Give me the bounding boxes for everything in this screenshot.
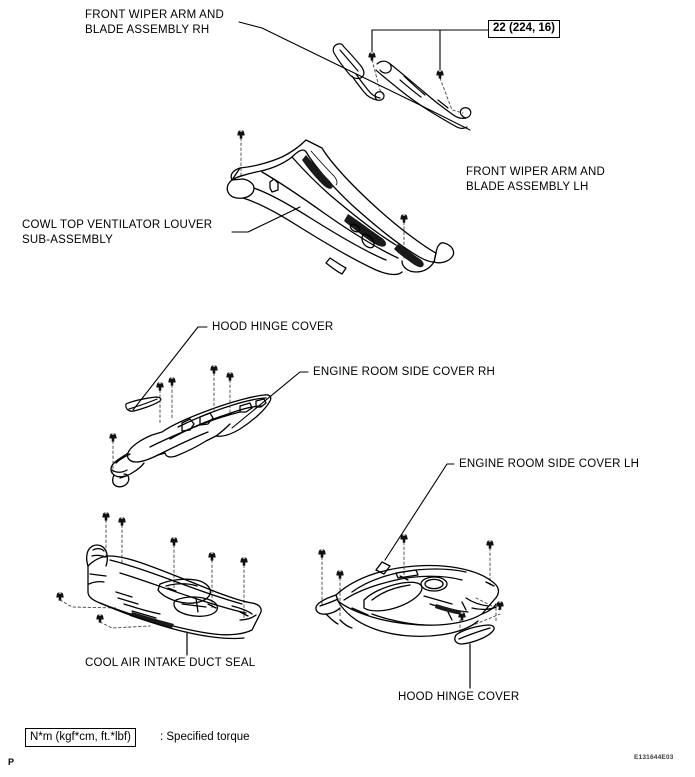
figure-id: E131644E03 bbox=[634, 754, 674, 761]
bolt-icon bbox=[368, 51, 376, 61]
torque-unit-legend-box: N*m (kgf*cm, ft.*lbf) bbox=[25, 728, 136, 747]
leader-engine-cover-rh bbox=[231, 371, 309, 429]
bolt-icon bbox=[318, 548, 326, 558]
bolt-icon bbox=[109, 432, 117, 442]
cool-air-intake-duct-seal bbox=[86, 544, 262, 640]
bolt-icon bbox=[168, 376, 176, 386]
hood-hinge-cover-part-bottom bbox=[454, 624, 495, 645]
wiper-blade-rh bbox=[332, 43, 385, 101]
label-cowl-top-ventilator-louver: COWL TOP VENTILATOR LOUVER SUB-ASSEMBLY bbox=[22, 219, 213, 246]
wiper-arm-rh bbox=[375, 60, 429, 111]
leader-engine-cover-lh bbox=[384, 463, 455, 561]
torque-spec-badge: 22 (224, 16) bbox=[488, 20, 561, 38]
bolt-icon bbox=[240, 556, 248, 566]
label-front-wiper-arm-lh: FRONT WIPER ARM AND BLADE ASSEMBLY LH bbox=[466, 166, 606, 193]
leader-hood-hinge-top bbox=[132, 326, 208, 411]
bolt-icon bbox=[496, 600, 504, 610]
bolt-icon bbox=[400, 213, 408, 223]
bolt-icon bbox=[96, 613, 104, 623]
bolt-group bbox=[56, 51, 504, 623]
torque-legend-description: : Specified torque bbox=[160, 731, 250, 743]
bolt-icon bbox=[208, 551, 216, 561]
leader-cowl bbox=[231, 206, 301, 233]
label-hood-hinge-cover-bottom: HOOD HINGE COVER bbox=[398, 691, 520, 703]
page-marker: P bbox=[8, 757, 15, 767]
label-engine-room-side-cover-rh: ENGINE ROOM SIDE COVER RH bbox=[313, 366, 495, 378]
torque-leader bbox=[371, 29, 490, 71]
label-cool-air-intake-duct-seal: COOL AIR INTAKE DUCT SEAL bbox=[85, 657, 256, 669]
bolt-icon bbox=[210, 364, 218, 374]
lh-cover-bolt-dashes bbox=[321, 541, 501, 635]
label-front-wiper-arm-rh: FRONT WIPER ARM AND BLADE ASSEMBLY RH bbox=[85, 9, 225, 36]
bolt-icon bbox=[56, 591, 64, 601]
wiper-arm-lh bbox=[423, 91, 472, 129]
bolt-icon bbox=[237, 129, 245, 139]
engine-room-side-cover-lh bbox=[315, 561, 500, 637]
engine-room-side-cover-rh bbox=[110, 394, 272, 488]
bolt-icon bbox=[486, 539, 494, 549]
rh-cover-bolt-dashes bbox=[112, 372, 231, 473]
bolt-icon bbox=[156, 381, 164, 391]
bolt-icon bbox=[436, 69, 444, 79]
duct-seal-bolt-dashes bbox=[59, 519, 245, 629]
hood-hinge-cover-part-top bbox=[125, 396, 162, 412]
bolt-icon bbox=[170, 536, 178, 546]
cowl-top-ventilator-louver bbox=[226, 139, 455, 276]
bolt-icon bbox=[118, 516, 126, 526]
bolt-icon bbox=[336, 569, 344, 579]
label-hood-hinge-cover-top: HOOD HINGE COVER bbox=[212, 321, 334, 333]
bolt-icon bbox=[102, 511, 110, 521]
wiper-bolt-dashes bbox=[371, 59, 464, 114]
label-engine-room-side-cover-lh: ENGINE ROOM SIDE COVER LH bbox=[459, 458, 640, 470]
bolt-icon bbox=[226, 371, 234, 381]
leader-wiper-rh bbox=[238, 21, 471, 131]
